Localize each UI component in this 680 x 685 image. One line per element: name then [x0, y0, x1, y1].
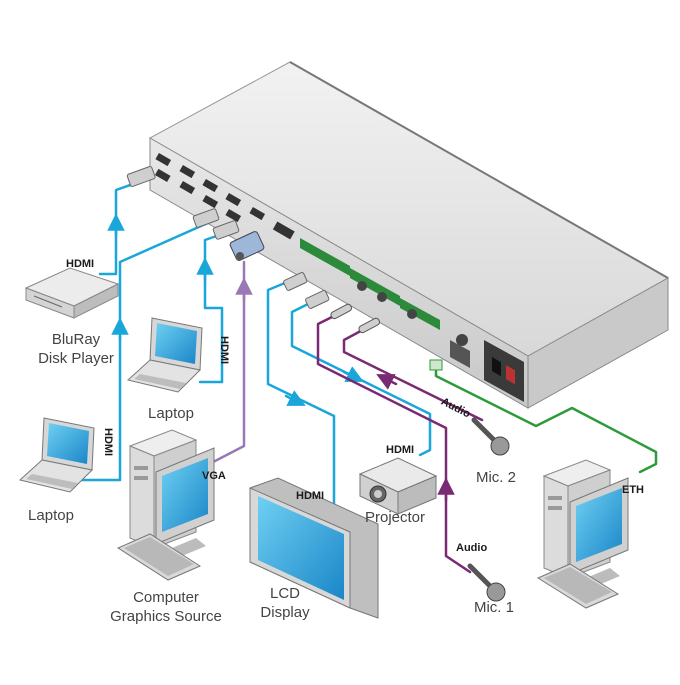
audio-cable-mic1: [316, 310, 472, 574]
bluray-label: BluRay Disk Player: [20, 330, 132, 368]
microphone-icon-mic1: [467, 563, 506, 602]
laptop-icon-left: [18, 417, 95, 493]
bluray-label-line1: BluRay: [51, 331, 101, 348]
audio-cable-mic2: [342, 324, 484, 422]
laptop-center-label: Laptop: [148, 405, 194, 422]
hdmi-cable-laptop-center: [198, 230, 230, 384]
keyboard-icon-eth: [536, 563, 620, 609]
switcher-unit-icon: [148, 61, 670, 409]
projector-label: Projector: [364, 509, 426, 526]
hdmi-connector-icon: [126, 165, 330, 309]
hdmi-projector-tag: HDMI: [386, 444, 415, 456]
computer-label-line2: Graphics Source: [110, 608, 222, 625]
mic2-label: Mic. 2: [475, 469, 516, 486]
mic1-label: Mic. 1: [473, 599, 514, 616]
lcd-label-line1: LCD: [269, 585, 300, 602]
hdmi-laptop-center-tag: HDMI: [218, 336, 230, 365]
microphone-icon-mic2: [471, 417, 510, 456]
monitor-icon: [155, 447, 215, 556]
laptop-icon: [126, 317, 203, 393]
vga-connector-icon: [229, 231, 265, 261]
lcd-label: LCD Display: [250, 584, 320, 622]
bluray-label-line2: Disk Player: [38, 350, 114, 367]
vga-tag: VGA: [202, 470, 226, 482]
hdmi-lcd-tag: HDMI: [296, 490, 325, 502]
bluray-player-icon: [24, 267, 120, 319]
hdmi-bluray-tag: HDMI: [66, 258, 95, 270]
ethernet-plug-icon: [429, 359, 443, 371]
lcd-label-line2: Display: [260, 604, 310, 621]
ethernet-cable: [434, 364, 658, 474]
computer-label-line1: Computer: [133, 589, 199, 606]
keyboard-icon: [116, 533, 202, 581]
projector-icon: [358, 457, 438, 515]
flat-panel-display-icon: [249, 477, 379, 619]
hdmi-laptop-left-tag: HDMI: [102, 428, 114, 457]
laptop-left-label: Laptop: [28, 507, 74, 524]
audio-mic1-tag: Audio: [456, 542, 488, 554]
hdmi-cable-laptop-left: [76, 220, 212, 482]
computer-label: Computer Graphics Source: [96, 588, 236, 626]
eth-tag: ETH: [622, 484, 644, 496]
audio-plug-icon: [330, 303, 381, 334]
monitor-icon-eth: [569, 477, 629, 586]
